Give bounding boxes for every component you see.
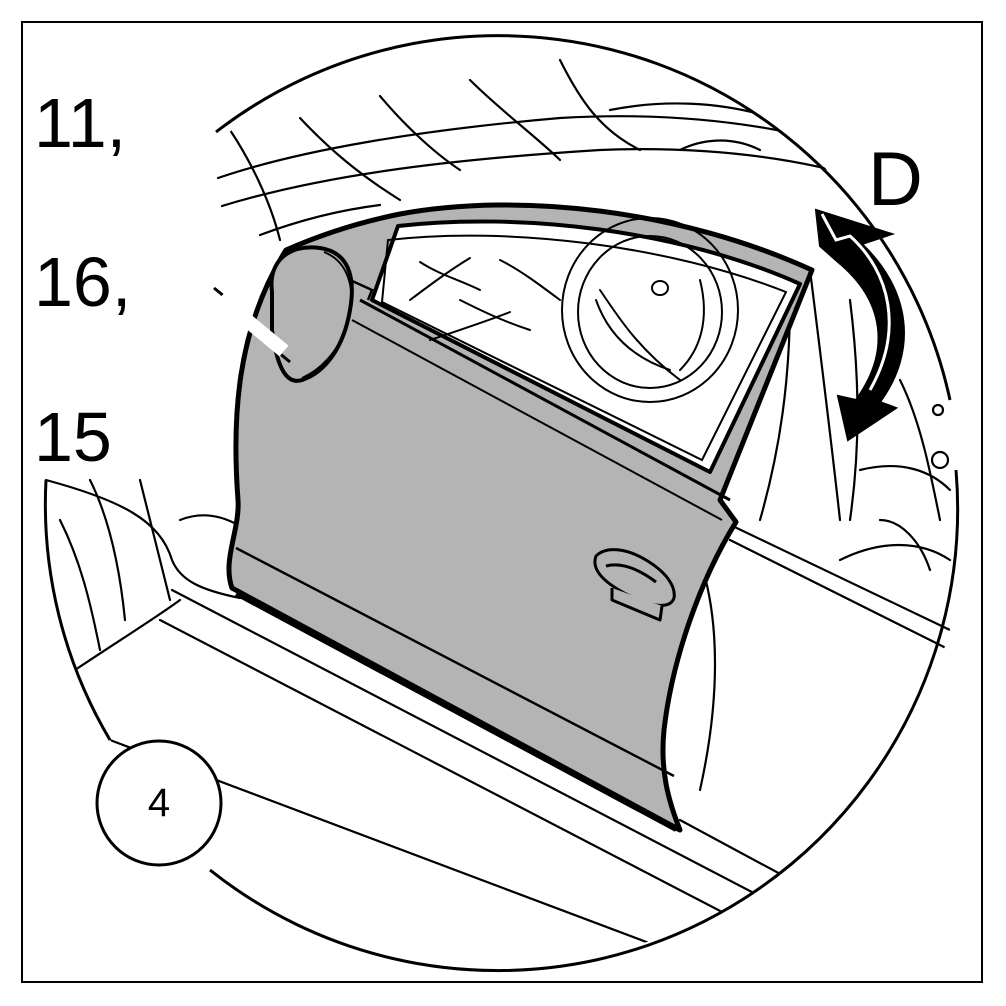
side-mirror-icon (269, 245, 374, 383)
curved-double-arrow-icon (814, 208, 905, 442)
door-handle-icon (593, 548, 676, 622)
detail-circle-left (43, 479, 112, 741)
label-part-15: 15 (34, 398, 112, 476)
label-part-11: 11, (34, 84, 127, 162)
detail-circle-lower (209, 469, 960, 972)
label-direction-d: D (868, 137, 923, 222)
detail-circle (215, 34, 952, 401)
label-part-16: 16, (34, 243, 132, 321)
step-number: 4 (147, 780, 171, 825)
step-circle (95, 739, 223, 867)
interior-view (409, 217, 739, 403)
leader-lines (213, 286, 291, 364)
